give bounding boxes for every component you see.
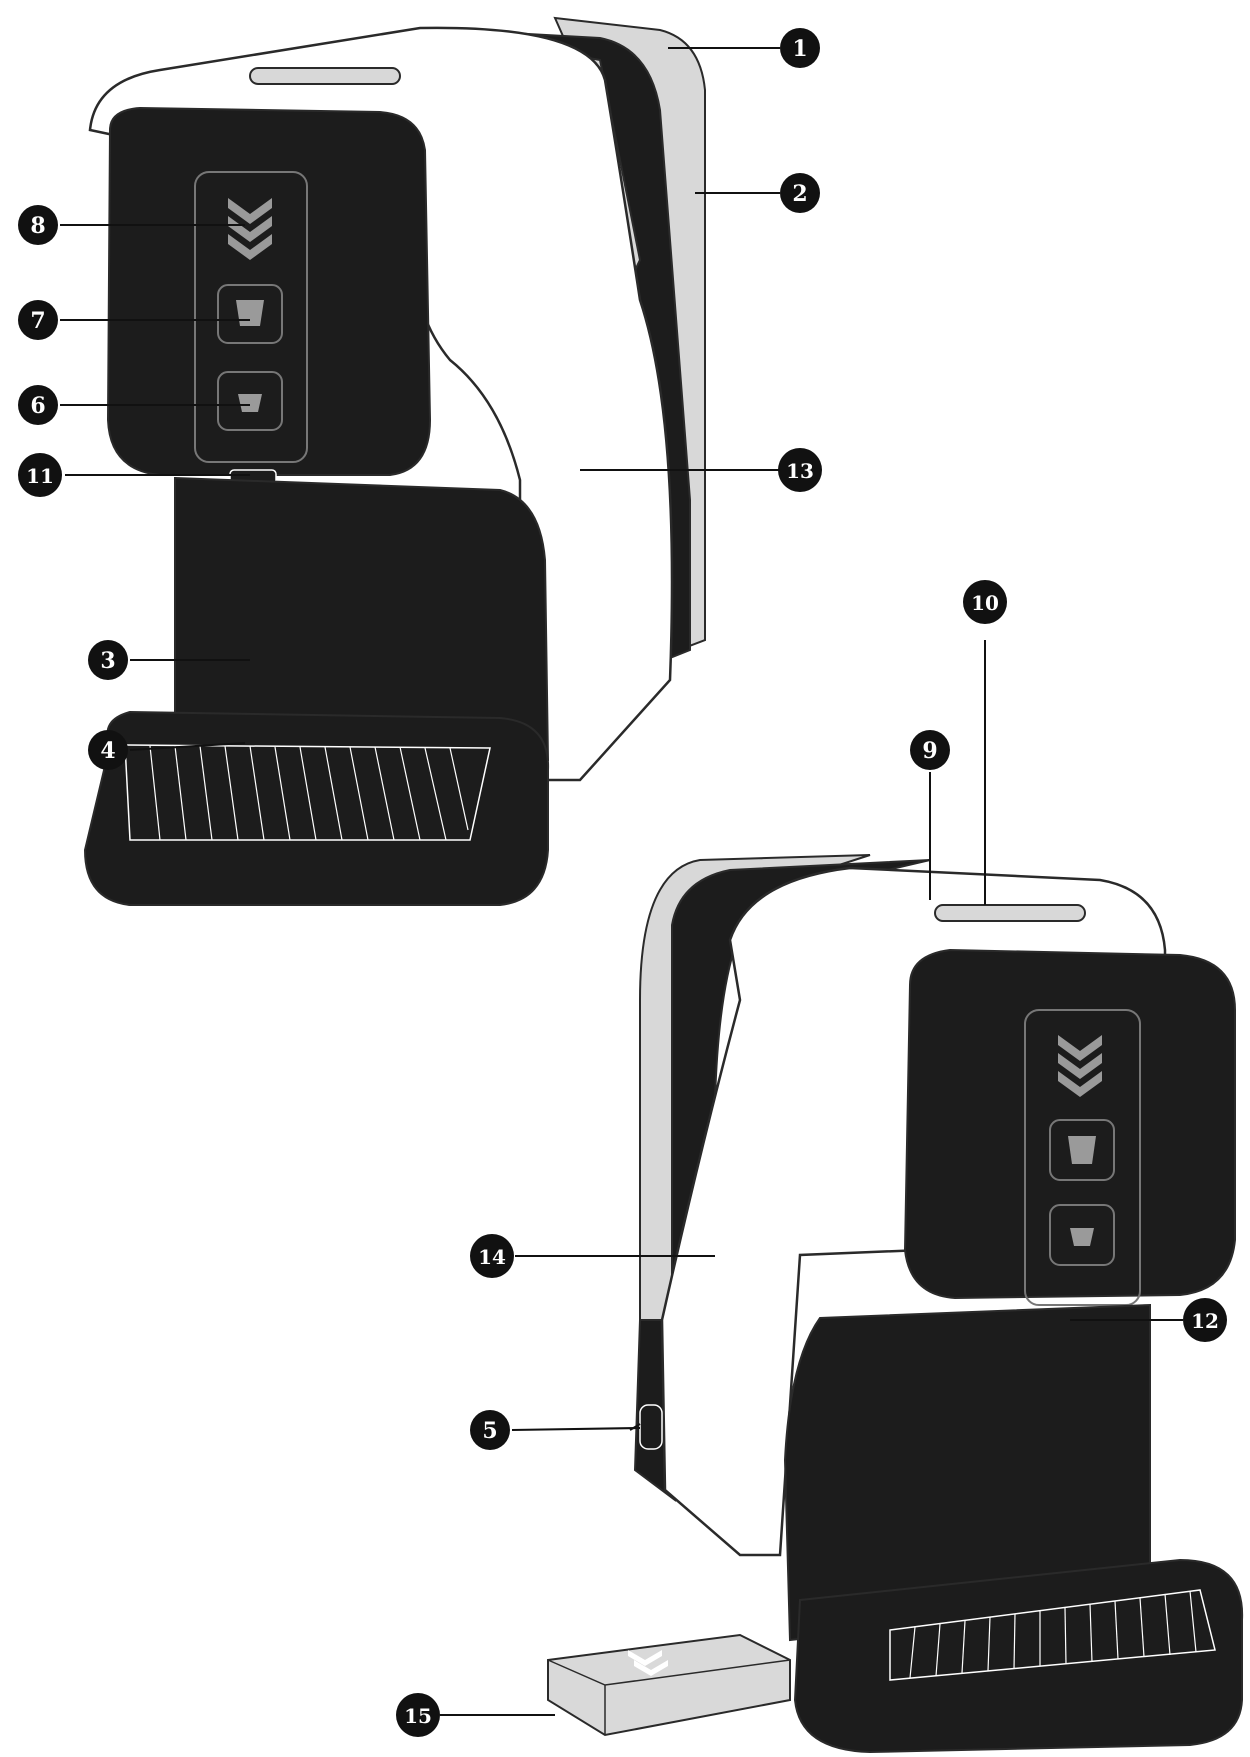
- callout-5-label: 5: [482, 1418, 497, 1444]
- large-cup-icon: [1068, 1136, 1096, 1164]
- callout-2-label: 2: [792, 181, 807, 207]
- callout-8: 8: [18, 205, 58, 245]
- callout-7: 7: [18, 300, 58, 340]
- callout-1-label: 1: [792, 36, 807, 62]
- callout-11: 11: [18, 453, 62, 497]
- callout-3-label: 3: [100, 648, 115, 674]
- control-strip-rear: [1024, 1009, 1141, 1306]
- rear-connector: [639, 1404, 663, 1450]
- callout-3: 3: [88, 640, 128, 680]
- leader-lines: [60, 47, 1183, 1716]
- callout-4: 4: [88, 730, 128, 770]
- drip-tray: [83, 710, 550, 906]
- callout-14-label: 14: [478, 1245, 506, 1269]
- callout-8-label: 8: [30, 213, 45, 239]
- callout-5: 5: [470, 1410, 510, 1450]
- callout-10-label: 10: [971, 591, 999, 615]
- lower-body: [174, 476, 550, 761]
- small-cup-icon: [238, 394, 262, 412]
- callout-11-label: 11: [26, 464, 54, 488]
- large-cup-icon: [236, 300, 264, 326]
- control-strip: [194, 171, 308, 463]
- callout-13: 13: [778, 448, 822, 492]
- callout-1: 1: [780, 28, 820, 68]
- drip-grille-rear: [889, 1589, 1216, 1681]
- drip-grille: [124, 744, 491, 841]
- callout-14: 14: [470, 1234, 514, 1278]
- callout-12-label: 12: [1191, 1309, 1219, 1333]
- callout-9-label: 9: [922, 738, 937, 764]
- machine-front-view: [83, 16, 706, 906]
- callout-9: 9: [910, 730, 950, 770]
- callout-7-label: 7: [30, 308, 45, 334]
- callout-4-label: 4: [100, 738, 115, 764]
- callout-10: 10: [963, 580, 1007, 624]
- capsule-slot-top: [249, 67, 401, 85]
- lower-body-rear: [783, 1303, 1151, 1642]
- chevron-logo-icon: [1058, 1035, 1102, 1097]
- capsule-slot-rear: [934, 904, 1086, 922]
- grille-bars-rear: [909, 1590, 1197, 1679]
- callout-13-label: 13: [786, 459, 814, 483]
- callout-15: 15: [396, 1693, 440, 1737]
- callout-15-label: 15: [404, 1704, 432, 1728]
- callout-2: 2: [780, 173, 820, 213]
- capsule-holder-accessory: [547, 1633, 791, 1737]
- callout-6-label: 6: [30, 393, 45, 419]
- chevron-logo-icon: [228, 198, 272, 260]
- machine-rear-view: [633, 854, 1244, 1754]
- grille-bars: [149, 745, 469, 841]
- small-cup-icon: [1070, 1228, 1094, 1246]
- callout-6: 6: [18, 385, 58, 425]
- callout-12: 12: [1183, 1298, 1227, 1342]
- drip-tray-rear: [793, 1558, 1244, 1754]
- callouts: 1 2 3 4 5 6 7 8: [18, 28, 1227, 1737]
- chevron-logo-icon: [628, 1650, 668, 1676]
